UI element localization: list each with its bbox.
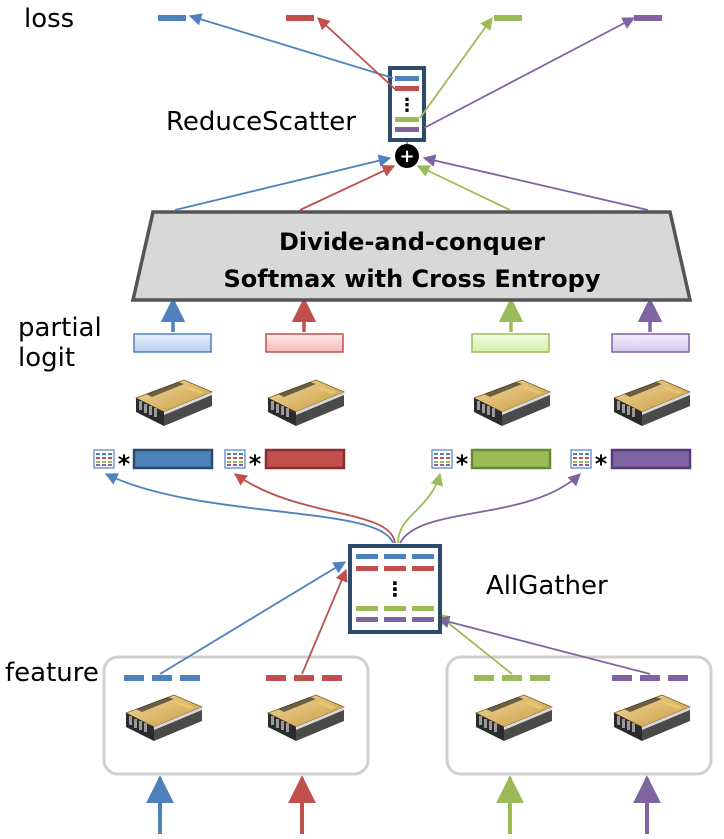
feature-group-left xyxy=(102,655,370,776)
allgather-label: AllGather xyxy=(486,571,608,601)
softmax-title-line1: Divide-and-conquer xyxy=(278,228,546,256)
multiply-sign: * xyxy=(118,450,131,478)
feature-group-right xyxy=(445,655,713,776)
weight-matrix-icon xyxy=(431,449,453,469)
feature-dash-purple xyxy=(612,675,688,681)
gpu-card-icon xyxy=(135,379,213,427)
multiply-sign: * xyxy=(249,450,262,478)
gpu-card-icon xyxy=(125,694,203,742)
allgather-out-arrows xyxy=(104,472,581,544)
input-arrows xyxy=(146,775,661,834)
feature-label: feature xyxy=(5,658,99,688)
gpu-card-icon xyxy=(267,379,345,427)
multiply-sign: * xyxy=(456,450,469,478)
sum-in-arrows xyxy=(174,154,649,211)
allgather-box: ⋮ xyxy=(348,544,442,634)
weight-matrix-icon xyxy=(93,449,115,469)
partial-logit-red xyxy=(265,333,344,353)
weight-shard-purple xyxy=(610,448,692,470)
partial-logit-blue xyxy=(133,333,212,353)
softmax-box xyxy=(130,210,693,302)
partial-logit-label-line2: logit xyxy=(18,343,76,373)
gpu-card-icon xyxy=(475,694,553,742)
weight-shard-red xyxy=(264,448,346,470)
softmax-title-line2: Softmax with Cross Entropy xyxy=(223,265,601,293)
allgather-in-arrows xyxy=(159,561,651,675)
loss-green xyxy=(494,15,522,21)
feature-dash-red xyxy=(266,675,342,681)
partial-logit-purple xyxy=(611,333,690,353)
svg-text:+: + xyxy=(399,146,414,167)
reducescatter-box: ⋮ xyxy=(388,66,426,142)
loss-red xyxy=(286,15,314,21)
feature-dashes xyxy=(124,675,688,681)
logit-up-arrows xyxy=(160,297,663,332)
loss-label: loss xyxy=(24,4,75,34)
sum-circle-icon: + xyxy=(395,144,419,168)
weight-matrix-icon xyxy=(570,449,592,469)
gpu-card-icon xyxy=(473,379,551,427)
loss-out-arrows xyxy=(188,13,636,129)
multiply-sign: * xyxy=(595,450,608,478)
gpu-card-icon xyxy=(267,694,345,742)
loss-purple xyxy=(634,15,662,21)
loss-blue xyxy=(158,15,186,21)
svg-text:⋮: ⋮ xyxy=(385,577,405,601)
gpu-card-icon xyxy=(613,694,691,742)
partial-logit-label-line1: partial xyxy=(18,313,102,343)
feature-dash-blue xyxy=(124,675,200,681)
weight-matrix-icon xyxy=(224,449,246,469)
feature-dash-green xyxy=(474,675,550,681)
weight-shard-green xyxy=(470,448,552,470)
weight-shard-blue xyxy=(132,448,214,470)
svg-text:⋮: ⋮ xyxy=(398,95,416,116)
partial-logit-green xyxy=(471,333,550,353)
gpu-card-icon xyxy=(613,379,691,427)
reducescatter-label: ReduceScatter xyxy=(166,107,356,137)
